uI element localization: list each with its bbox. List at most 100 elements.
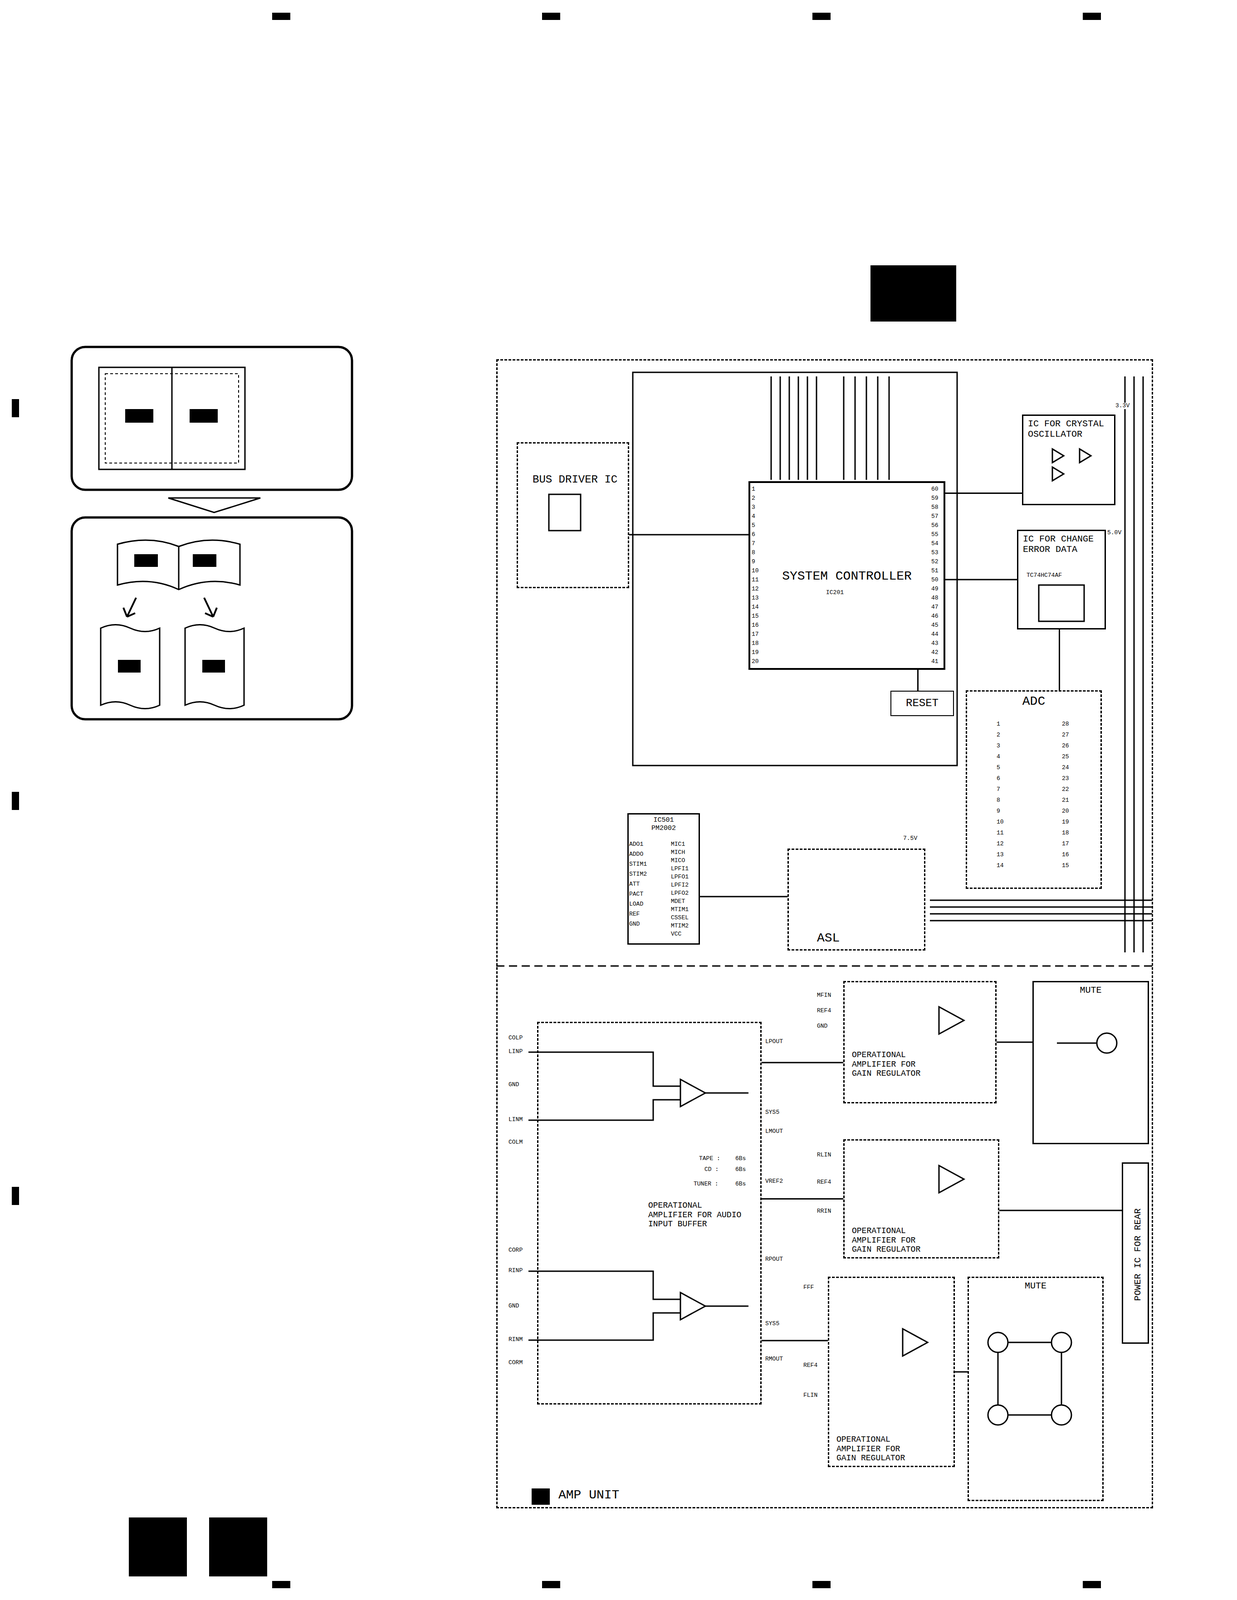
signal-label: MIC1 <box>670 841 686 848</box>
circuit-block: MUTE <box>1032 981 1149 1145</box>
circuit-wire <box>929 913 1153 915</box>
signal-label: 14 <box>751 604 760 611</box>
signal-label: REF4 <box>816 1007 832 1015</box>
signal-label: LPFO2 <box>670 890 690 897</box>
signal-label: 3 <box>751 504 756 511</box>
signal-label: SYS5 <box>764 1320 780 1328</box>
signal-label: RMOUT <box>764 1356 784 1363</box>
signal-label: 57 <box>930 513 939 520</box>
signal-label: LOAD <box>628 901 644 908</box>
sheet-layout-guide <box>71 347 353 720</box>
signal-label: 17 <box>751 631 760 638</box>
signal-label: 8 <box>996 797 1001 804</box>
block-title: PM2002 <box>650 824 677 833</box>
sheet-layout-guide <box>185 625 245 709</box>
circuit-block: RESET <box>890 690 954 717</box>
signal-label: 10 <box>751 567 760 575</box>
signal-label: ADO1 <box>628 841 644 848</box>
signal-label: 42 <box>930 649 939 656</box>
signal-label: REF4 <box>816 1179 832 1186</box>
sheet-layout-guide <box>71 517 353 720</box>
signal-label: 24 <box>1061 764 1070 772</box>
signal-label: SYS5 <box>764 1109 780 1116</box>
circuit-wire <box>629 534 749 536</box>
transistor-symbol <box>987 1332 1008 1353</box>
sheet-layout-guide <box>71 347 353 490</box>
signal-label: RLIN <box>816 1152 832 1159</box>
signal-label: LPFO1 <box>670 874 690 881</box>
block-title: RESET <box>904 697 940 710</box>
signal-label: 9 <box>751 558 756 566</box>
signal-label: LINM <box>508 1116 524 1124</box>
signal-label: 6Bs <box>734 1181 747 1188</box>
signal-label: MICH <box>670 849 686 856</box>
circuit-wire <box>788 376 791 480</box>
circuit-wire <box>877 376 879 480</box>
signal-label: 49 <box>930 586 939 593</box>
signal-label: 8 <box>751 549 756 557</box>
signal-label: 48 <box>930 595 939 602</box>
sheet-layout-marker <box>192 554 217 568</box>
transistor-symbol <box>987 1033 1117 1426</box>
circuit-wire <box>496 372 1153 1416</box>
signal-label: VCC <box>670 931 682 938</box>
signal-label: 50 <box>930 576 939 584</box>
registration-mark <box>1082 12 1101 20</box>
circuit-wire <box>954 1371 968 1374</box>
signal-label: GND <box>628 921 641 928</box>
circuit-wire <box>761 1198 844 1200</box>
signal-label: 13 <box>751 595 760 602</box>
block-title: POWER IC FOR REAR <box>1132 1167 1144 1342</box>
registration-mark <box>272 12 291 20</box>
signal-label: 27 <box>1061 732 1070 739</box>
sheet-layout-marker <box>117 409 225 673</box>
circuit-block: IC FOR CRYSTAL OSCILLATOR <box>1021 414 1116 506</box>
circuit-wire <box>888 376 890 480</box>
signal-label: 15 <box>751 613 760 620</box>
transistor-symbol <box>987 1405 1008 1426</box>
signal-label: 60 <box>930 486 939 493</box>
circuit-block: ADC <box>965 690 1102 890</box>
circuit-block: ASL <box>787 848 926 951</box>
block-title: OPERATIONAL AMPLIFIER FOR GAIN REGULATOR <box>850 1226 929 1255</box>
signal-label: MTIM1 <box>670 906 690 914</box>
signal-label: 6Bs <box>734 1155 747 1163</box>
signal-label: 16 <box>751 622 760 629</box>
signal-label: RPOUT <box>764 1256 784 1263</box>
circuit-wire <box>997 1352 999 1406</box>
circuit-block: OPERATIONAL AMPLIFIER FOR AUDIO INPUT BU… <box>537 1021 762 1405</box>
sheet-layout-guide <box>168 498 261 513</box>
signal-label: 18 <box>1061 830 1070 837</box>
signal-label: 51 <box>930 567 939 575</box>
signal-label: LMOUT <box>764 1128 784 1135</box>
signal-label: RINM <box>508 1336 524 1344</box>
opamp-symbol <box>938 1165 964 1193</box>
circuit-wire <box>945 579 1017 581</box>
signal-label: 12 <box>996 840 1005 848</box>
block-title: SYSTEM CONTROLLER <box>781 569 913 584</box>
signal-label: 16 <box>1061 851 1070 859</box>
ic-symbol <box>548 494 1085 622</box>
registration-mark <box>812 12 831 20</box>
circuit-wire <box>797 376 800 480</box>
sheet-layout-guide <box>204 597 217 617</box>
signal-label: 10 <box>996 819 1005 826</box>
block-title: AMP UNIT <box>557 1488 621 1503</box>
signal-label: 17 <box>1061 840 1070 848</box>
signal-label: 19 <box>751 649 760 656</box>
circuit-wire <box>1007 1342 1052 1344</box>
circuit-wire <box>699 896 788 898</box>
sheet-layout-marker <box>117 660 141 673</box>
signal-label: 19 <box>1061 819 1070 826</box>
opamp-symbol <box>680 1079 706 1107</box>
registration-mark <box>542 1581 561 1589</box>
signal-label: PACT <box>628 891 644 898</box>
circuit-wire <box>945 492 1022 494</box>
signal-label: COLM <box>508 1139 524 1146</box>
sheet-marker <box>870 265 957 322</box>
signal-label: 28 <box>1061 721 1070 728</box>
signal-label: 43 <box>930 640 939 647</box>
opamp-symbol <box>938 1007 964 1035</box>
circuit-wire <box>1124 376 1126 953</box>
